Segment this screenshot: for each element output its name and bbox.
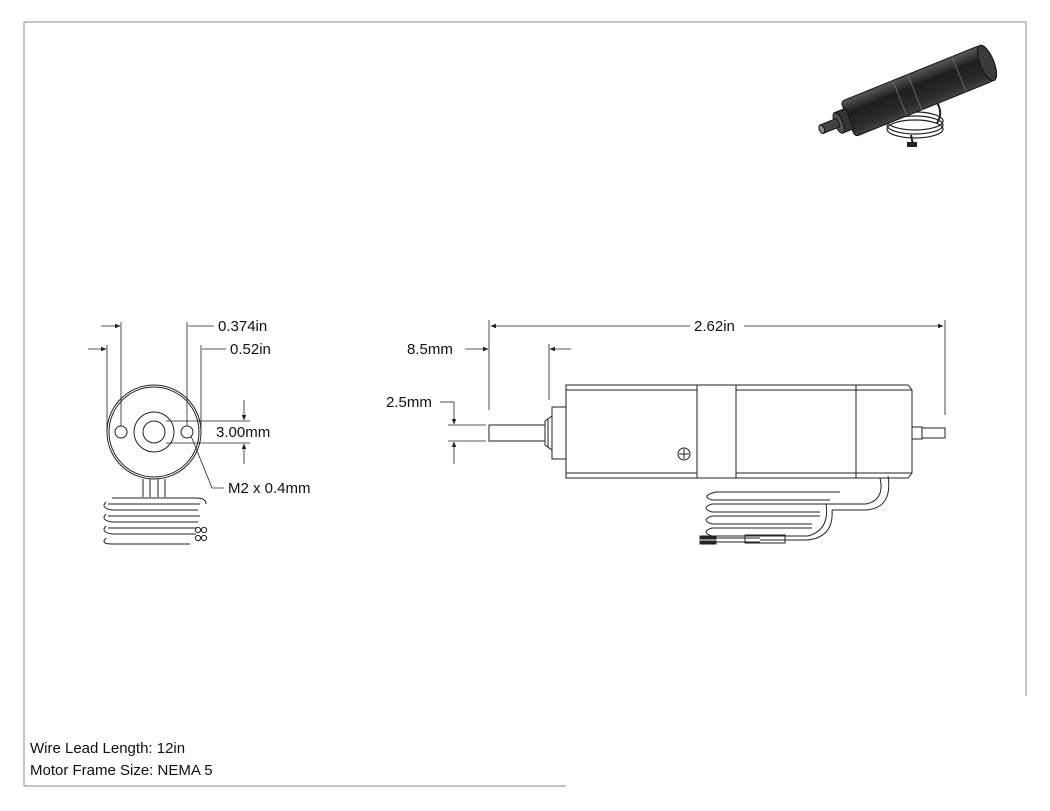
gearbox-body xyxy=(565,384,698,479)
sheet-frame xyxy=(23,21,1027,787)
shaft-end xyxy=(142,420,166,444)
front-view xyxy=(103,384,208,545)
front-wire-coil xyxy=(103,497,207,545)
motor-frame-size-note: Motor Frame Size: NEMA 5 xyxy=(30,762,213,779)
dim-thread: M2 x 0.4mm xyxy=(228,480,311,497)
wire-lead-length-note: Wire Lead Length: 12in xyxy=(30,740,186,757)
screw xyxy=(677,447,691,461)
rear-shaft xyxy=(921,427,946,439)
dim-shaft-spacing: 0.374in xyxy=(218,318,267,335)
coupling-band xyxy=(696,384,737,479)
dim-overall-length: 2.62in xyxy=(694,318,735,335)
front-dimension-labels: 0.374in 0.52in 3.00mm M2 x 0.4mm xyxy=(216,318,311,497)
dim-shaft-diameter: 2.5mm xyxy=(386,394,432,411)
output-shaft xyxy=(488,424,546,442)
isometric-render xyxy=(818,44,998,147)
side-dimensions xyxy=(440,320,946,464)
dim-shaft-length: 8.5mm xyxy=(407,341,453,358)
front-dimensions xyxy=(88,322,250,489)
dim-body-width: 0.52in xyxy=(230,341,271,358)
side-view xyxy=(488,384,946,545)
dim-shaft-hole: 3.00mm xyxy=(216,424,270,441)
side-dimension-labels: 2.62in 8.5mm 2.5mm xyxy=(386,318,735,411)
mount-hole-left xyxy=(114,425,128,439)
side-wire-coil xyxy=(705,491,840,541)
motor-body xyxy=(735,384,857,479)
